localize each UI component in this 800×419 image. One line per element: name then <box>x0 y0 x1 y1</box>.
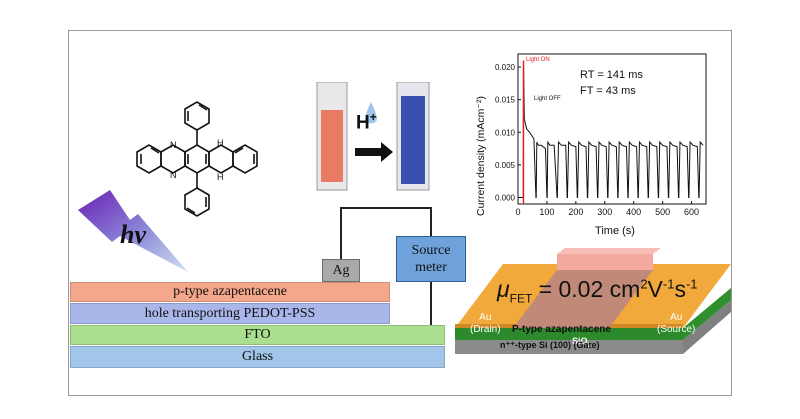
source-meter-label: meter <box>415 260 447 275</box>
wire <box>430 207 432 236</box>
x-tick-label: 400 <box>626 207 641 217</box>
y-tick-label: 0.015 <box>495 96 516 105</box>
plot-area <box>517 53 707 205</box>
light-on-annotation: Light ON <box>526 57 550 63</box>
y-tick-label: 0.005 <box>495 161 516 170</box>
source-meter: Source meter <box>396 236 466 282</box>
n-atom: N <box>170 170 177 180</box>
rise-time-annotation: RT = 141 ms <box>580 69 643 81</box>
y-tick-label: 0.010 <box>495 128 516 137</box>
current-density-chart: 0 100 200 300 400 500 600 0.000 0.005 0.010 0.015 0… <box>475 53 707 237</box>
n-atom: N <box>170 140 177 150</box>
x-tick-label: 0 <box>515 207 520 217</box>
wire <box>340 207 431 209</box>
light-bolt-icon <box>78 190 188 272</box>
fet-schematic <box>455 248 731 354</box>
x-tick-label: 500 <box>655 207 670 217</box>
gate-label: n⁺⁺-type Si (100) (Gate) <box>500 340 600 350</box>
drain-label: Au(Drain) <box>470 312 501 335</box>
wire <box>430 282 432 325</box>
y-tick-label: 0.000 <box>495 193 516 202</box>
acid-label: H+ <box>356 110 377 134</box>
layer-azapentacene: p-type azapentacene <box>70 282 390 302</box>
layer-fto: FTO <box>70 325 445 345</box>
light-off-annotation: Light OFF <box>534 96 561 102</box>
nh-atom: H <box>217 138 224 148</box>
azapentacene-molecule: N N H H <box>136 101 258 217</box>
wire <box>340 207 342 259</box>
source-label: Au(Source) <box>657 312 696 335</box>
light-label: hv <box>120 220 146 249</box>
fall-time-annotation: FT = 43 ms <box>580 85 636 97</box>
layer-glass: Glass <box>70 346 445 368</box>
y-tick-label: 0.020 <box>495 63 516 72</box>
x-axis-label: Time (s) <box>595 225 635 237</box>
nh-atom: H <box>217 172 224 182</box>
x-tick-label: 300 <box>597 207 612 217</box>
source-meter-label: Source <box>411 243 451 258</box>
layer-pedot-pss: hole transporting PEDOT-PSS <box>70 303 390 324</box>
dielectric-label: SiO2 <box>572 336 592 349</box>
x-tick-label: 600 <box>684 207 699 217</box>
x-tick-label: 200 <box>568 207 583 217</box>
cuvette-photos <box>316 82 430 191</box>
series-line <box>518 60 704 198</box>
x-tick-label: 100 <box>539 207 554 217</box>
channel-label: P-type azapentacene <box>512 324 611 335</box>
ag-electrode: Ag <box>322 259 360 282</box>
y-axis-label: Current density (mAcm⁻²) <box>475 96 487 216</box>
mobility-label: μFET = 0.02 cm2V-1s-1 <box>497 276 698 306</box>
